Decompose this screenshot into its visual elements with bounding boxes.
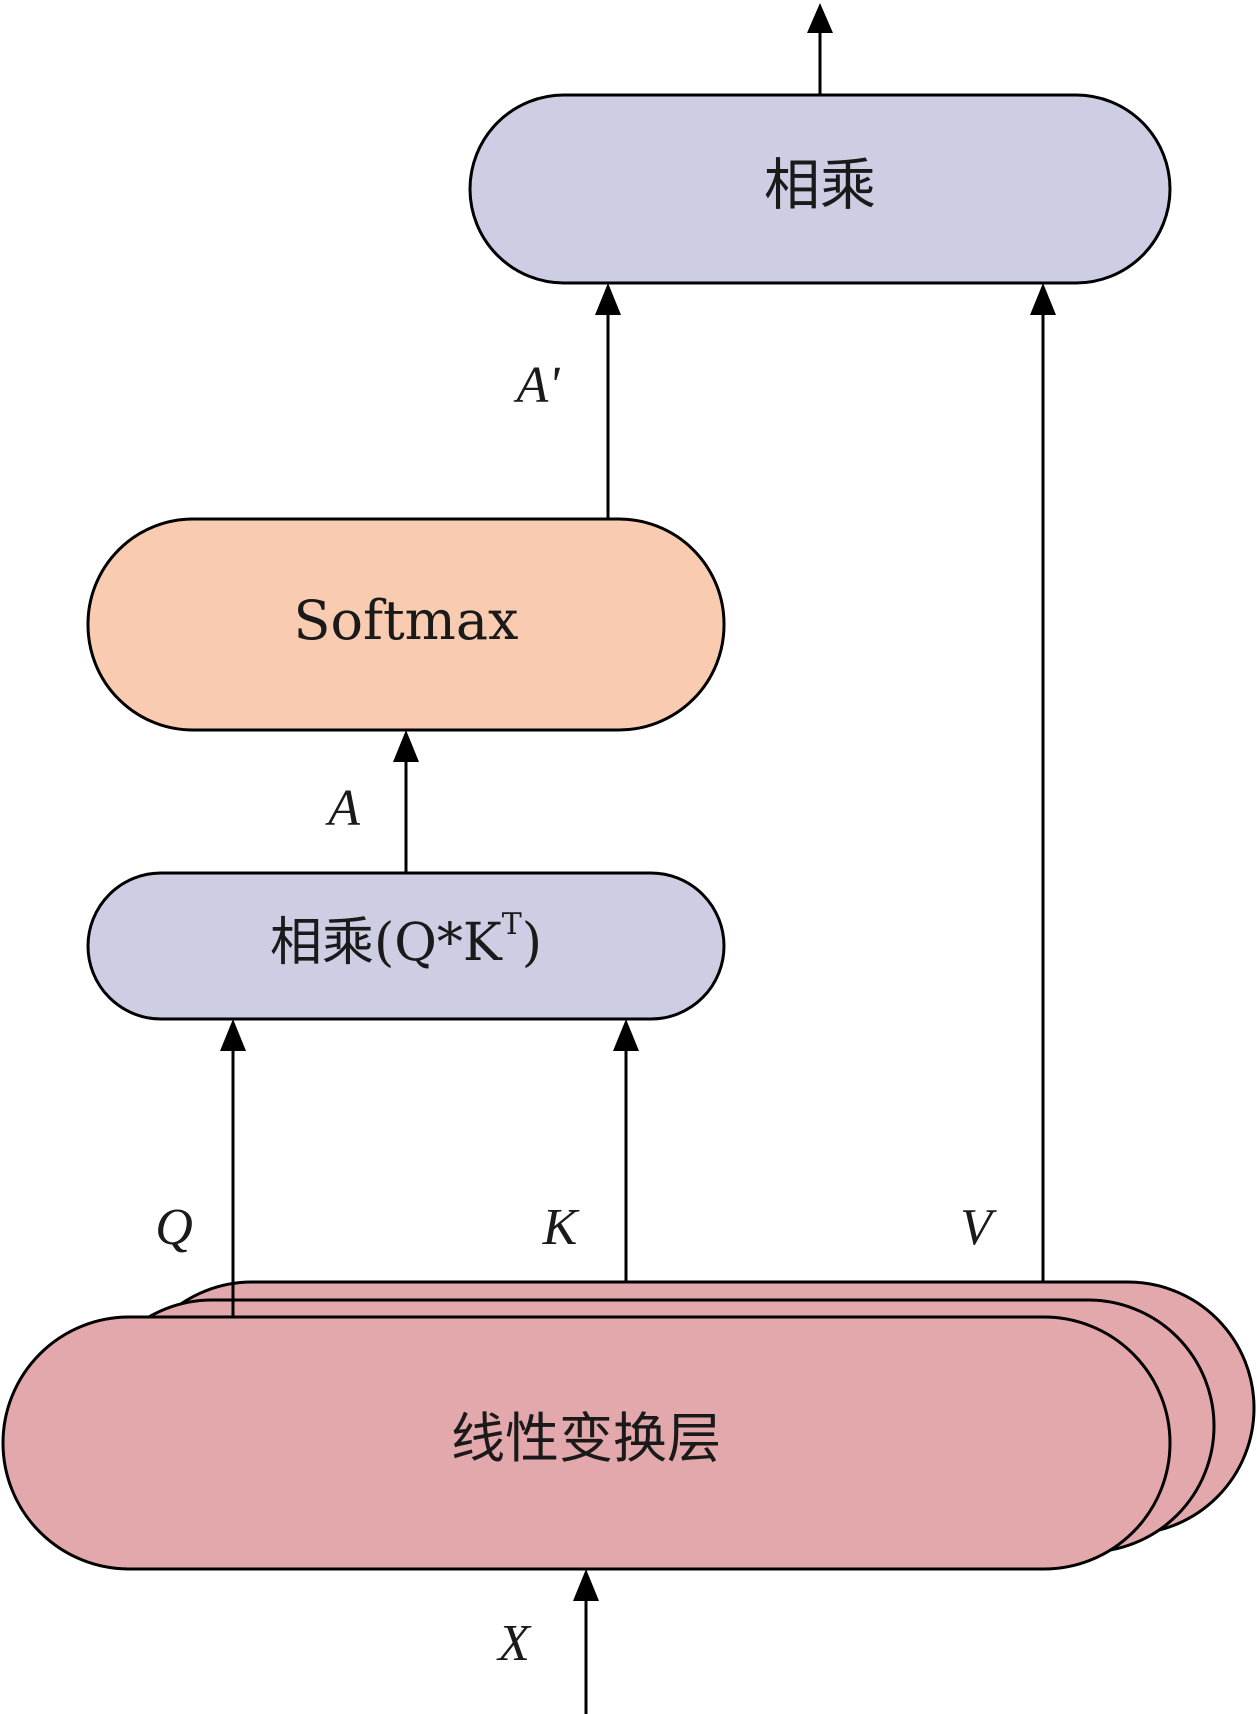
linear-layer-front (1, 1315, 1172, 1571)
q-arrow (220, 1019, 246, 1317)
multiply-final-node: 相乘 (468, 93, 1172, 285)
multiply-qk-superscript: T (502, 907, 522, 942)
a-arrow (393, 730, 419, 873)
label-a: A (325, 780, 360, 837)
linear-layer-stack: 线性变换层 (1, 1280, 1256, 1571)
label-k: K (542, 1199, 580, 1256)
softmax-node: Softmax (86, 517, 726, 732)
softmax-label: Softmax (293, 589, 518, 652)
multiply-final-label: 相乘 (764, 154, 876, 219)
output-arrow (807, 3, 833, 95)
multiply-qk-label-close: ) (522, 913, 542, 973)
a-prime-arrow (595, 283, 621, 519)
multiply-qk-label: 相乘(Q*KT) (270, 907, 542, 973)
linear-layer-label: 线性变换层 (451, 1407, 721, 1470)
v-arrow (1030, 283, 1056, 1282)
multiply-qk-label-main: 相乘(Q*K (270, 913, 503, 973)
label-q: Q (155, 1199, 193, 1256)
label-x: X (496, 1615, 532, 1672)
multiply-qk-node: 相乘(Q*KT) (86, 871, 726, 1021)
x-arrow (573, 1569, 599, 1714)
label-a-prime: A' (514, 357, 561, 414)
label-v: V (960, 1199, 997, 1256)
k-arrow (613, 1019, 639, 1282)
